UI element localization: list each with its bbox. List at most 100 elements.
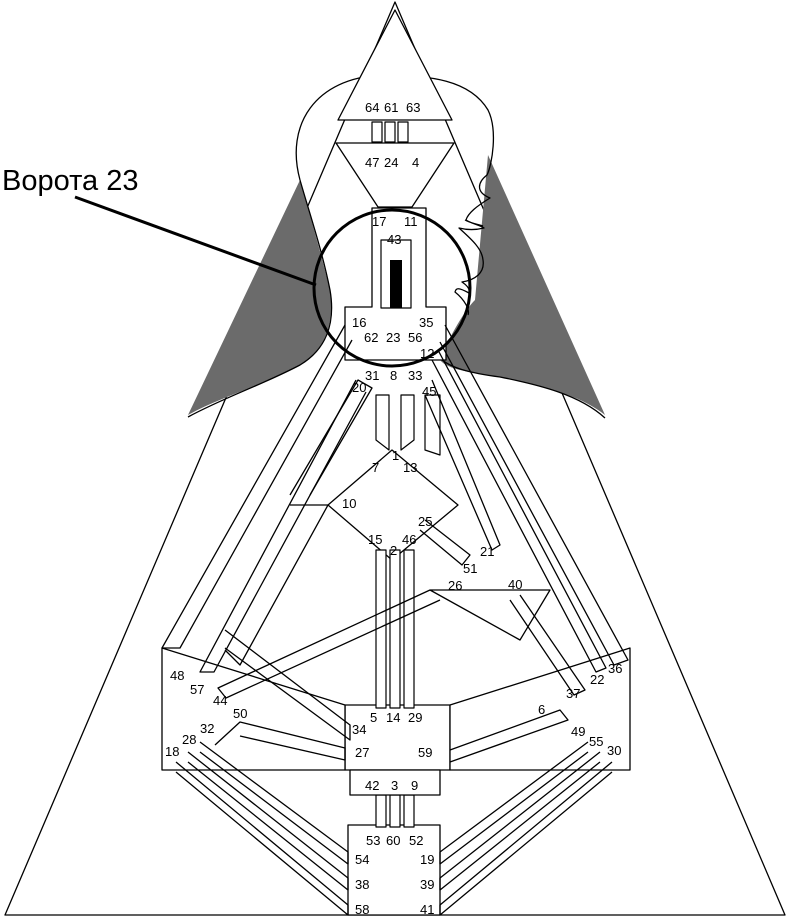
- gate-13: 13: [403, 460, 417, 475]
- solar-plexus-center: [449, 647, 631, 771]
- channel-45-21: [424, 379, 501, 551]
- left-shoulder-shading: [188, 180, 332, 415]
- gate-5: 5: [370, 710, 377, 725]
- gate-18: 18: [165, 744, 179, 759]
- gate-19: 19: [420, 852, 434, 867]
- channel-2-14: [389, 549, 401, 709]
- gate-27: 27: [355, 745, 369, 760]
- gate-6: 6: [538, 702, 545, 717]
- gate-51: 51: [463, 561, 477, 576]
- mouth-line: [464, 219, 484, 227]
- gate-63: 63: [406, 100, 420, 115]
- spleen-center: [161, 647, 346, 771]
- channel-12-22: [431, 349, 607, 673]
- gate-16: 16: [352, 315, 366, 330]
- gate-3: 3: [391, 778, 398, 793]
- right-shoulder-shading: [440, 155, 605, 415]
- gate-47: 47: [365, 155, 379, 170]
- gate-45: 45: [422, 384, 436, 399]
- gate-14: 14: [386, 710, 400, 725]
- gate-31: 31: [365, 368, 379, 383]
- channel-26-44: [217, 589, 441, 699]
- gate-57: 57: [190, 682, 204, 697]
- gate-labels: 64 61 63 47 24 4 17 11 43 16 35 62 23 56…: [165, 100, 622, 917]
- gate-53: 53: [366, 833, 380, 848]
- gate-15: 15: [368, 532, 382, 547]
- channel-46-29: [403, 549, 415, 709]
- gate-52: 52: [409, 833, 423, 848]
- gate-44: 44: [213, 693, 227, 708]
- body-outline: [187, 179, 333, 418]
- channel-10-20: [289, 379, 373, 496]
- channel-42-53: [375, 794, 387, 828]
- channel-6-59: [449, 709, 569, 763]
- channel-41-30: [439, 761, 613, 916]
- head-center: [337, 9, 453, 121]
- channel-7-31: [375, 394, 390, 451]
- gate-35: 35: [419, 315, 433, 330]
- channel-50-27: [214, 721, 346, 761]
- gate-4: 4: [412, 155, 419, 170]
- gate-20: 20: [352, 380, 366, 395]
- gate-9: 9: [411, 778, 418, 793]
- gate-56: 56: [408, 330, 422, 345]
- channel-16-48: [161, 324, 353, 649]
- gate-12: 12: [420, 346, 434, 361]
- channel-43-23-fill: [390, 260, 402, 308]
- gate-17: 17: [372, 214, 386, 229]
- callout-pointer-line: [74, 195, 317, 287]
- channel-1-8: [400, 394, 415, 451]
- gate-36: 36: [608, 661, 622, 676]
- gate-28: 28: [182, 732, 196, 747]
- gate-2: 2: [390, 543, 397, 558]
- gate-62: 62: [364, 330, 378, 345]
- gate-37: 37: [566, 686, 580, 701]
- gate-11: 11: [404, 214, 418, 229]
- callout-label: Ворота 23: [2, 165, 139, 197]
- gate-41: 41: [420, 902, 434, 917]
- sacral-lower: [349, 769, 441, 796]
- gate-64: 64: [365, 100, 379, 115]
- heart-center: [429, 589, 551, 641]
- channel-37-40: [509, 594, 586, 696]
- channel-9-52: [403, 794, 415, 828]
- channel-10-57: [224, 504, 329, 666]
- gate-59: 59: [418, 745, 432, 760]
- channel-25-51: [419, 519, 471, 566]
- gate-30: 30: [607, 743, 621, 758]
- gate-25: 25: [418, 514, 432, 529]
- gate-61: 61: [384, 100, 398, 115]
- gate-10: 10: [342, 496, 356, 511]
- gate-43: 43: [387, 232, 401, 247]
- gate-40: 40: [508, 577, 522, 592]
- gate-1: 1: [392, 448, 399, 463]
- gate-49: 49: [571, 724, 585, 739]
- gate-50: 50: [233, 706, 247, 721]
- gate-54: 54: [355, 852, 369, 867]
- channel-54-32: [199, 741, 349, 865]
- gate-29: 29: [408, 710, 422, 725]
- gate-7: 7: [372, 460, 379, 475]
- ajna-center: [335, 142, 455, 208]
- gate-48: 48: [170, 668, 184, 683]
- gate-21: 21: [480, 544, 494, 559]
- gate-22: 22: [590, 672, 604, 687]
- channel-39-55: [439, 751, 601, 891]
- channel-61-24: [384, 121, 396, 143]
- channel-58-18: [175, 761, 349, 916]
- gate-46: 46: [402, 532, 416, 547]
- gate-42: 42: [365, 778, 379, 793]
- gate-38: 38: [355, 877, 369, 892]
- channel-13-33: [424, 394, 441, 456]
- gate-34: 34: [352, 722, 366, 737]
- channel-20-57: [199, 379, 367, 673]
- gate-60: 60: [386, 833, 400, 848]
- gate-26: 26: [448, 578, 462, 593]
- gate-8: 8: [390, 368, 397, 383]
- gate-55: 55: [589, 734, 603, 749]
- gate-39: 39: [420, 877, 434, 892]
- callout-circle: [312, 208, 472, 368]
- channel-63-4: [397, 121, 409, 143]
